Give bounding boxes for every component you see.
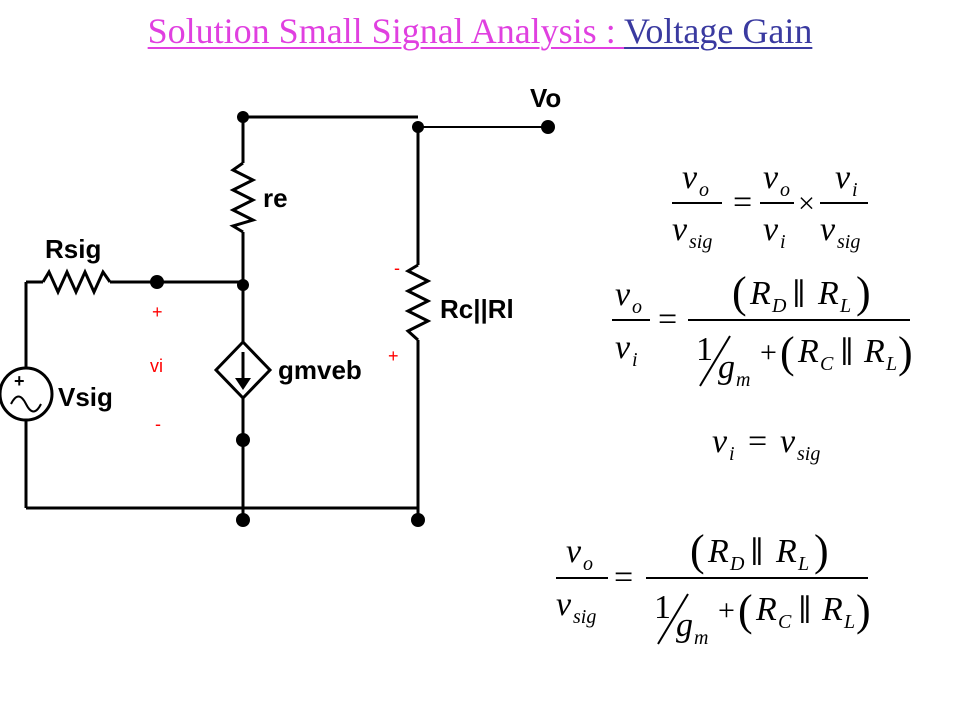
rc-plus-sign: + [388, 346, 399, 366]
svg-text:R: R [797, 333, 819, 370]
svg-text:(: ( [690, 526, 705, 575]
svg-text:sig: sig [837, 231, 860, 253]
svg-text:v: v [780, 423, 796, 460]
svg-text:i: i [632, 349, 638, 371]
svg-text:): ) [898, 328, 913, 377]
svg-text:L: L [843, 611, 855, 633]
svg-text:D: D [771, 295, 787, 317]
svg-text:): ) [856, 586, 871, 635]
re-resistor [229, 161, 258, 234]
svg-text:=: = [733, 184, 752, 221]
svg-text:(: ( [738, 586, 753, 635]
vi-plus-sign: + [152, 302, 163, 322]
gmveb-label: gmveb [278, 355, 362, 385]
svg-text:v: v [672, 211, 688, 248]
rc-rl-resistor [404, 263, 432, 342]
svg-text:v: v [682, 159, 698, 196]
svg-text:=: = [658, 301, 677, 338]
svg-text:1: 1 [654, 589, 671, 626]
svg-text:i: i [729, 443, 735, 465]
circuit-wires [24, 115, 548, 520]
svg-text:v: v [615, 276, 631, 313]
svg-text:L: L [839, 295, 851, 317]
svg-text:o: o [699, 179, 709, 201]
svg-text:R: R [707, 533, 729, 570]
svg-text:R: R [749, 275, 771, 312]
svg-text:o: o [583, 553, 593, 575]
source-plus-sign: + [14, 371, 25, 391]
svg-text:R: R [863, 333, 885, 370]
svg-text:(: ( [780, 328, 795, 377]
svg-text:×: × [798, 187, 815, 220]
svg-text:+: + [760, 336, 777, 369]
svg-text:L: L [885, 353, 897, 375]
voltage-source-icon [0, 366, 54, 422]
svg-text:sig: sig [689, 231, 712, 253]
svg-text:v: v [763, 211, 779, 248]
svg-text:): ) [856, 268, 871, 317]
vo-label: Vo [530, 83, 561, 113]
svg-text:(: ( [732, 268, 747, 317]
svg-text:D: D [729, 553, 745, 575]
svg-text:=: = [748, 423, 767, 460]
svg-text:L: L [797, 553, 809, 575]
rsig-resistor [41, 268, 112, 296]
svg-text:i: i [780, 231, 786, 253]
vi-minus-sign: - [155, 414, 161, 434]
rc-rl-label: Rc||Rl [440, 294, 514, 324]
title-part-1: Solution Small Signal Analysis : [147, 11, 625, 51]
svg-text:∥: ∥ [840, 336, 854, 369]
rsig-label: Rsig [45, 234, 101, 264]
svg-text:v: v [566, 533, 582, 570]
svg-text:v: v [556, 586, 572, 623]
svg-text:v: v [615, 329, 631, 366]
equation-vi-equals-vsig: v i = v sig [712, 423, 820, 465]
equation-vo-vsig-final: v o v sig = ( R D ∥ R L ) 1 g m + ( R C … [556, 526, 871, 649]
svg-text:∥: ∥ [750, 536, 764, 569]
svg-text:C: C [778, 611, 792, 633]
svg-text:R: R [817, 275, 839, 312]
svg-text:i: i [852, 179, 858, 201]
svg-text:g: g [676, 607, 693, 644]
svg-text:1: 1 [696, 331, 713, 368]
svg-text:R: R [755, 591, 777, 628]
svg-text:o: o [780, 179, 790, 201]
svg-text:v: v [820, 211, 836, 248]
svg-text:v: v [763, 159, 779, 196]
svg-text:): ) [814, 526, 829, 575]
svg-text:g: g [718, 349, 735, 386]
circuit-nodes [150, 111, 555, 527]
title-part-2: Voltage Gain [624, 11, 813, 51]
equation-vo-vi: v o v i = ( R D ∥ R L ) 1 g m + ( R C ∥ … [612, 268, 913, 391]
svg-text:sig: sig [573, 606, 596, 628]
svg-text:C: C [820, 353, 834, 375]
svg-text:v: v [835, 159, 851, 196]
page-title: Solution Small Signal Analysis : Voltage… [0, 8, 960, 54]
svg-text:o: o [632, 296, 642, 318]
svg-text:m: m [736, 369, 750, 391]
vi-label: vi [150, 356, 163, 376]
dependent-current-source [213, 339, 273, 401]
svg-text:∥: ∥ [792, 278, 806, 311]
svg-text:m: m [694, 627, 708, 649]
equation-vo-vsig-chain: v o v sig = v o v i × v i v sig [672, 159, 868, 253]
svg-text:∥: ∥ [798, 594, 812, 627]
re-label: re [263, 183, 288, 213]
rc-minus-sign: - [394, 258, 400, 278]
svg-text:R: R [775, 533, 797, 570]
vsig-label: Vsig [58, 382, 113, 412]
svg-text:v: v [712, 423, 728, 460]
svg-text:+: + [718, 594, 735, 627]
svg-text:sig: sig [797, 443, 820, 465]
svg-text:=: = [614, 559, 633, 596]
svg-text:R: R [821, 591, 843, 628]
